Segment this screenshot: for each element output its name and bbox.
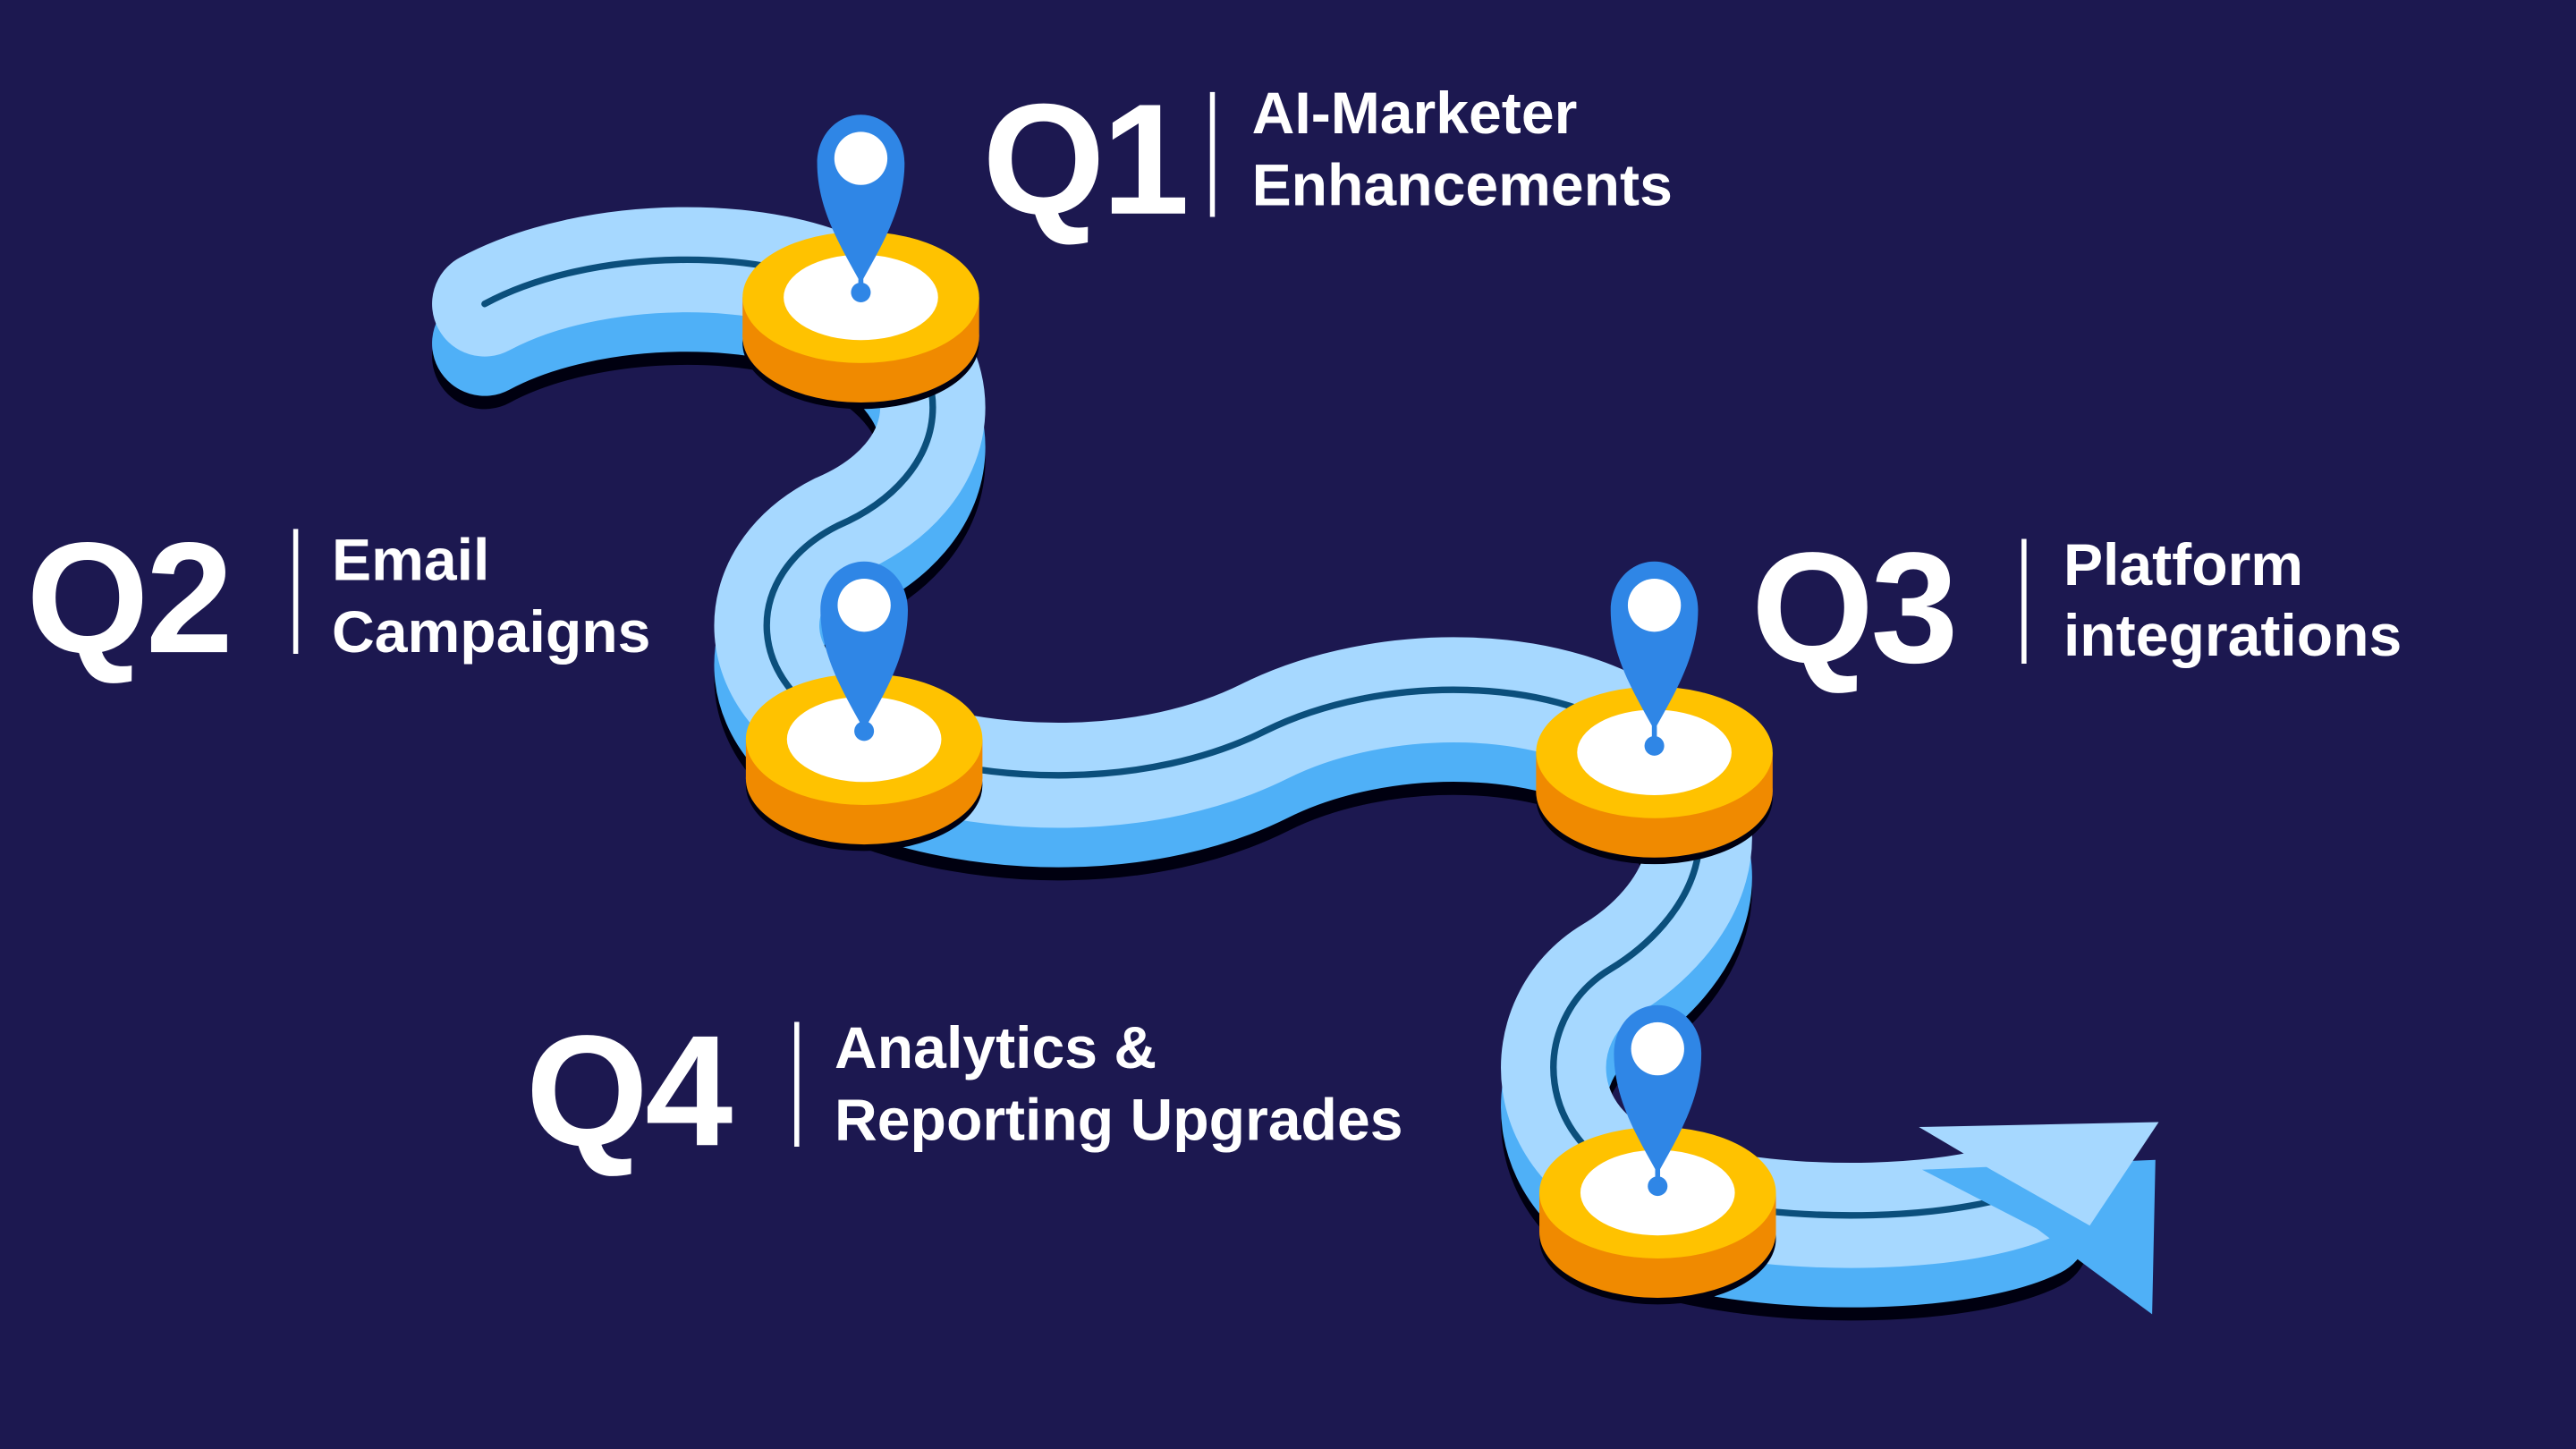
arrow-head [1919,1122,2159,1315]
milestone-title-line1: Email [332,527,489,593]
milestone-label-q1: Q1 AI-Marketer Enhancements [982,72,1672,248]
milestone-marker-q2 [745,562,983,852]
milestone-title-line2: Campaigns [332,599,650,665]
milestone-title-line2: integrations [2063,603,2402,669]
milestone-title-line2: Enhancements [1252,153,1673,219]
quarter-label: Q1 [982,72,1186,248]
milestone-title-line1: Analytics & [835,1015,1157,1081]
milestone-title-line1: AI-Marketer [1252,80,1578,147]
milestone-label-q2: Q2 Email Campaigns [26,510,650,686]
milestone-title-line2: Reporting Upgrades [835,1088,1402,1154]
quarter-label: Q2 [26,510,230,686]
quarter-label: Q3 [1751,520,1955,696]
milestone-label-q3: Q3 Platform integrations [1751,520,2402,696]
quarter-label: Q4 [526,1003,733,1179]
milestone-marker-q4 [1539,1005,1776,1305]
milestone-title-line1: Platform [2063,532,2303,598]
milestone-marker-q1 [742,114,979,410]
milestone-marker-q3 [1536,562,1773,865]
milestone-label-q4: Q4 Analytics & Reporting Upgrades [526,1003,1403,1179]
